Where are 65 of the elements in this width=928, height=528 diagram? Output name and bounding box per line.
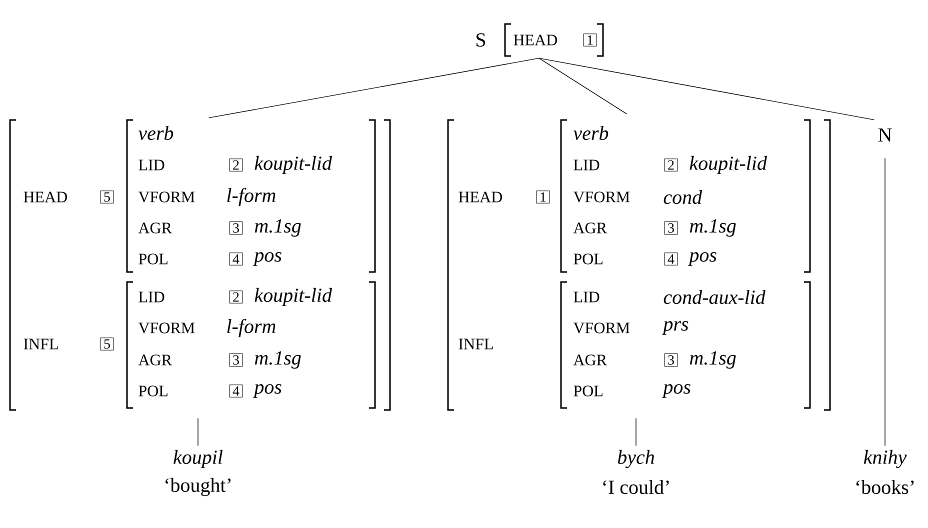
feature-name: AGR (573, 222, 607, 234)
feature-name: POL (138, 386, 168, 396)
feature-name: HEAD (458, 192, 502, 202)
category-label: S (476, 33, 486, 47)
feature-name: LID (138, 160, 164, 170)
tag-box: 3 (229, 354, 243, 366)
tree-branch (884, 158, 886, 446)
tag-box: 1 (583, 34, 597, 46)
feature-value: cond (664, 190, 702, 204)
tag-box: 4 (229, 252, 243, 266)
feature-name: INFL (458, 338, 493, 350)
tag-box: 4 (229, 384, 243, 398)
feature-name: VFORM (573, 322, 630, 334)
tag-box: 2 (229, 158, 243, 172)
feature-value: pos (688, 252, 716, 266)
feature-name: POL (574, 254, 602, 264)
feature-name: HEAD (514, 34, 557, 46)
feature-value: m.1sg (254, 351, 301, 369)
feature-name: LID (574, 292, 600, 302)
feature-name: POL (138, 254, 168, 264)
tag-box: 5 (100, 338, 114, 350)
feature-name: LID (138, 292, 164, 302)
tag-box: 3 (229, 222, 243, 234)
tree-branch (538, 58, 875, 120)
word: knihy (864, 450, 907, 468)
feature-name: VFORM (573, 192, 630, 202)
feature-value: prs (662, 321, 688, 335)
feature-name: INFL (24, 338, 58, 350)
feature-value: pos (253, 252, 282, 266)
feature-name: AGR (138, 354, 172, 366)
feature-name: AGR (138, 222, 172, 234)
feature-value: verb (573, 126, 608, 140)
tag-box: 2 (664, 158, 678, 172)
feature-name: HEAD (24, 192, 67, 202)
tag-box: 2 (229, 290, 243, 304)
feature-value: cond-aux-lid (664, 290, 766, 304)
gloss: ‘I could’ (603, 480, 669, 494)
feature-name: VFORM (138, 192, 195, 202)
feature-value: pos (662, 384, 690, 398)
feature-name: AGR (573, 354, 607, 366)
word: bych (618, 450, 654, 468)
tag-box: 1 (536, 190, 550, 204)
gloss: ‘bought’ (166, 478, 231, 496)
feature-value: m.1sg (690, 219, 736, 237)
category-label: N (878, 128, 892, 142)
tag-box: 3 (664, 222, 678, 234)
word: koupil (174, 450, 223, 468)
feature-value: koupit-lid (690, 156, 768, 174)
feature-name: VFORM (138, 322, 195, 334)
tag-box: 3 (664, 354, 678, 366)
feature-value: m.1sg (254, 219, 301, 237)
tag-box: 4 (664, 252, 678, 266)
tree-branch (208, 58, 540, 118)
feature-name: POL (574, 386, 602, 396)
feature-value: koupit-lid (254, 156, 332, 174)
feature-value: pos (253, 384, 282, 398)
feature-value: l-form (227, 188, 276, 206)
feature-value: verb (138, 126, 174, 140)
feature-value: koupit-lid (254, 288, 332, 306)
tag-box: 5 (100, 190, 114, 204)
tree-branch (538, 58, 628, 114)
feature-value: m.1sg (690, 351, 736, 369)
gloss: ‘books’ (856, 480, 914, 494)
feature-name: LID (574, 160, 600, 170)
feature-value: l-form (227, 318, 276, 338)
